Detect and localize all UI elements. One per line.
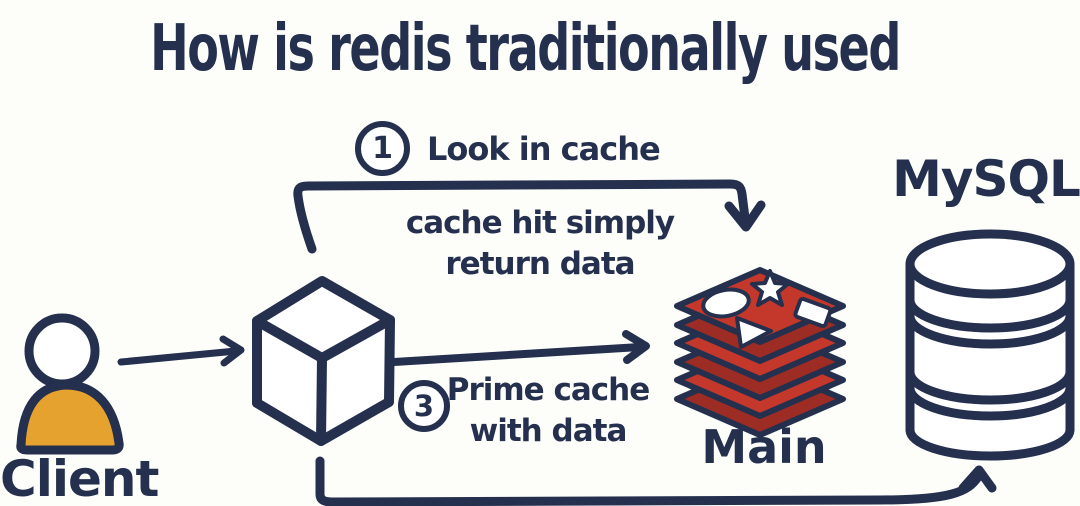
redis-rect-shape xyxy=(793,296,833,329)
person-head-shape xyxy=(24,313,100,389)
step-1-number: 1 xyxy=(372,131,393,166)
person-body-shape xyxy=(16,380,124,455)
client-label: Client xyxy=(0,450,159,506)
step-3-label-line2: with data xyxy=(469,413,628,449)
client-person-icon xyxy=(16,313,124,455)
redis-main-label: Main xyxy=(701,420,827,474)
page-title: How is redis traditionally used xyxy=(150,12,901,86)
mysql-label: MySQL xyxy=(892,150,1080,208)
step-3-label-line1: Prime cache xyxy=(446,372,651,408)
cache-hit-note-line1: cache hit simply xyxy=(405,205,675,241)
step-1-badge: 1 xyxy=(355,121,410,176)
step-3-badge: 3 xyxy=(398,380,450,432)
mysql-database-icon xyxy=(905,229,1075,461)
cache-hit-note: cache hit simply return data xyxy=(375,203,705,285)
redis-triangle-shape xyxy=(735,316,773,349)
step-1-label: Look in cache xyxy=(427,130,661,168)
step-3-number: 3 xyxy=(413,389,435,423)
redis-stack-icon xyxy=(674,267,846,438)
client-to-cache-arrow xyxy=(117,335,245,367)
step-3-label: Prime cache with data xyxy=(442,370,654,452)
prime-cache-arrow xyxy=(390,330,650,366)
cache-hit-note-line2: return data xyxy=(445,246,635,282)
look-in-cache-arrow xyxy=(293,179,766,254)
redis-star-shape xyxy=(750,269,790,307)
redis-ellipse-shape xyxy=(701,287,751,319)
cache-cube-icon xyxy=(252,276,395,446)
cache-miss-to-mysql-arrow xyxy=(315,456,997,506)
